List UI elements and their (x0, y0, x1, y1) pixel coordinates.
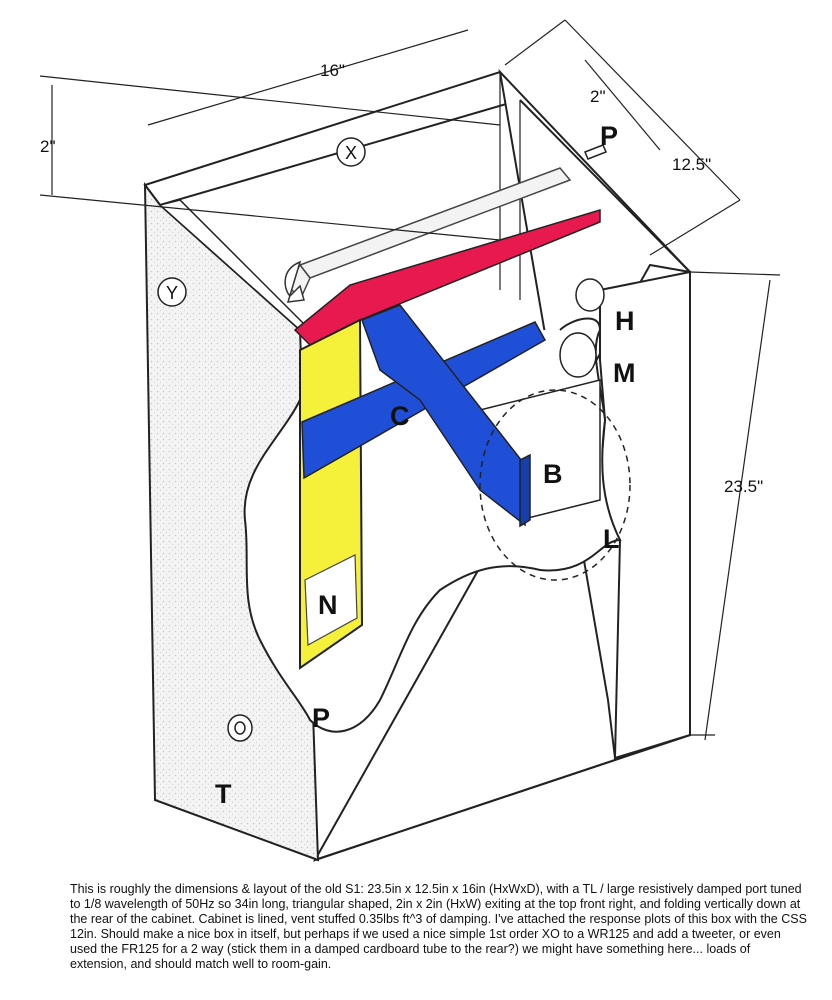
dim-top-gap-2: 2" (40, 137, 56, 156)
diagram-labels: X Y P H M C B L N P T 16" 2" 2" 12.5" 23… (40, 61, 763, 809)
dim-height-23-5: 23.5" (724, 477, 763, 496)
terminal-t-icon (227, 714, 253, 742)
label-x: X (345, 143, 357, 163)
label-y: Y (166, 283, 178, 303)
driver-outlines (479, 389, 631, 581)
dim-depth-12-5: 12.5" (672, 155, 711, 174)
dimension-lines (39, 19, 781, 741)
label-n: N (318, 590, 338, 620)
label-t: T (215, 779, 232, 809)
port-arrow-icon (284, 260, 305, 303)
speaker-cabinet-diagram: X Y P H M C B L N P T 16" 2" 2" 12.5" 23… (39, 19, 781, 862)
caption-text: This is roughly the dimensions & layout … (70, 882, 807, 971)
label-p-bottom: P (312, 703, 330, 733)
label-m: M (613, 358, 636, 388)
label-c: C (390, 401, 410, 431)
label-b: B (543, 459, 563, 489)
dim-right-gap-2: 2" (590, 87, 606, 106)
port-opening-p (584, 144, 607, 160)
label-h: H (615, 306, 635, 336)
driver-cutouts (559, 278, 605, 378)
blue-brace-c (301, 304, 547, 528)
port-tube (287, 167, 572, 302)
dim-width-16: 16" (320, 61, 345, 80)
label-p-top: P (600, 121, 618, 151)
label-l: L (603, 524, 620, 554)
